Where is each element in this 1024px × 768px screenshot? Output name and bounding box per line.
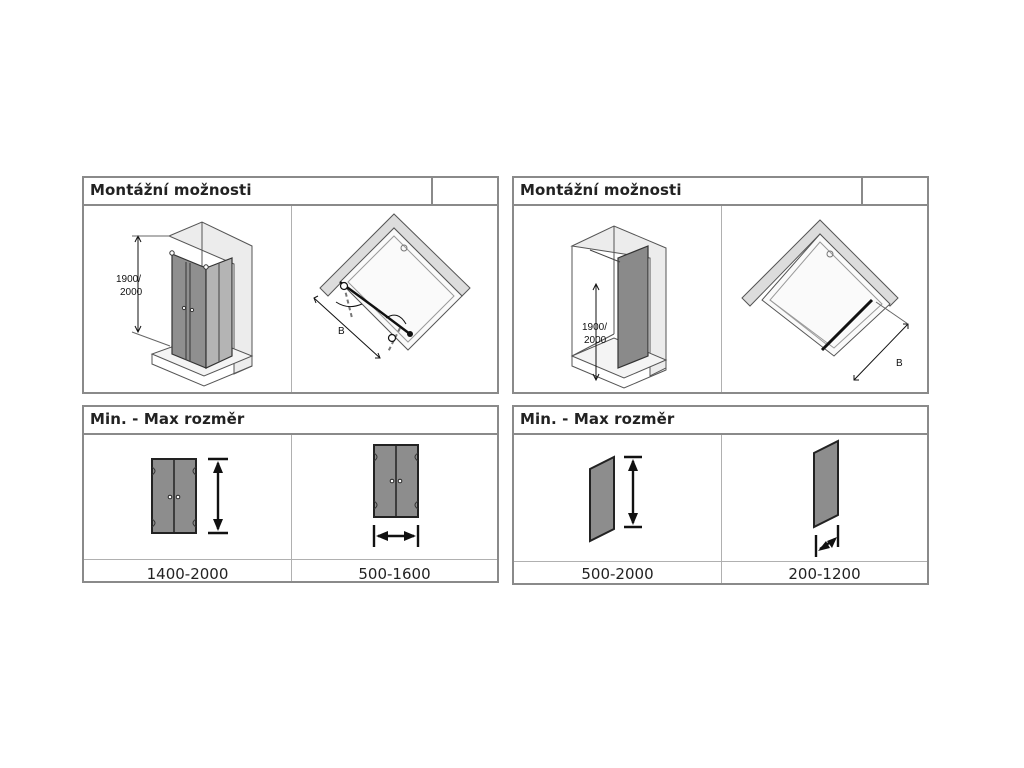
panel-width-range-svg (813, 439, 840, 557)
width-label-b: B (896, 358, 903, 369)
min-max-size-panel-right: Min. - Max rozměr 500-2000 2 (512, 405, 929, 585)
corner-enclosure-svg: 1900/ 2000 (116, 221, 254, 387)
height-label-line1: 1900/ (582, 322, 607, 333)
panel-width-range-value: 200-1200 (788, 565, 861, 583)
min-max-size-title: Min. - Max rozměr (520, 410, 675, 428)
mounting-options-panel-left: Montážní možnosti (82, 176, 499, 394)
cell-divider (721, 435, 722, 583)
walk-in-panel-drawing: 1900/ 2000 (514, 206, 721, 392)
corner-plan-svg: B (313, 213, 471, 359)
panel-height-range-value: 500-2000 (581, 565, 654, 583)
height-label-line1: 1900/ (116, 274, 141, 285)
panel-height-range-svg (589, 455, 642, 543)
cell-divider (721, 206, 722, 392)
width-range-icon (292, 435, 497, 559)
header-empty-cell (861, 178, 927, 204)
header-empty-cell (431, 178, 497, 204)
corner-enclosure-drawing: 1900/ 2000 (84, 206, 291, 392)
width-range-value: 500-1600 (358, 565, 431, 583)
panel-height-range-icon (514, 435, 721, 561)
height-range-svg (151, 457, 228, 535)
row-divider (84, 559, 497, 560)
height-range-icon (84, 435, 291, 559)
mounting-options-panel-right: Montážní možnosti 1900/ 2000 (512, 176, 929, 394)
height-label-line2: 2000 (584, 335, 607, 346)
walk-in-plan-svg: B (741, 219, 909, 381)
mounting-options-title: Montážní možnosti (520, 181, 682, 199)
min-max-size-header: Min. - Max rozměr (84, 407, 497, 435)
walk-in-plan-view: B (722, 206, 927, 392)
cell-divider (291, 206, 292, 392)
min-max-size-title: Min. - Max rozměr (90, 410, 245, 428)
width-label-b: B (338, 326, 345, 337)
walk-in-panel-svg: 1900/ 2000 (570, 225, 668, 389)
width-range-svg (372, 444, 420, 547)
min-max-size-header: Min. - Max rozměr (514, 407, 927, 435)
min-max-size-panel-left: Min. - Max rozměr (82, 405, 499, 583)
mounting-options-title: Montážní možnosti (90, 181, 252, 199)
mounting-options-header: Montážní možnosti (84, 178, 497, 206)
corner-plan-view: B (292, 206, 497, 392)
row-divider (514, 561, 927, 562)
height-range-value: 1400-2000 (146, 565, 229, 583)
height-label-line2: 2000 (120, 287, 143, 298)
cell-divider (291, 435, 292, 581)
panel-width-range-icon (722, 435, 927, 561)
mounting-options-header: Montážní možnosti (514, 178, 927, 206)
